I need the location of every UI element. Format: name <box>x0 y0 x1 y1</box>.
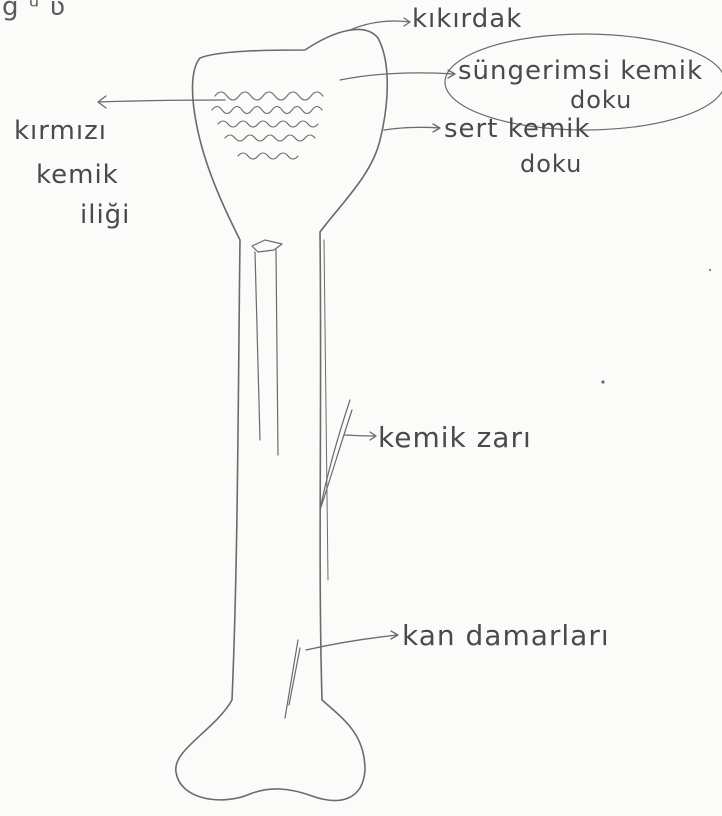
label-sungerimsi-1: süngerimsi kemik <box>458 58 703 84</box>
stray-dot <box>709 269 711 271</box>
blood-vessel <box>285 640 300 718</box>
stray-dot <box>601 380 604 383</box>
top-scribble-text: g ᵘ ʋ <box>2 0 66 20</box>
periosteum <box>320 400 352 510</box>
label-sungerimsi-2: doku <box>570 88 632 112</box>
pointer-kirmizi <box>98 96 225 108</box>
label-kirmizi-1: kırmızı <box>14 118 107 144</box>
pointer-kikirdak <box>350 18 410 30</box>
pointer-sert <box>384 124 440 132</box>
cavity-line-left <box>255 252 260 440</box>
shaft-line <box>324 240 328 580</box>
pointer-kan-damarlari <box>306 631 398 650</box>
pointer-sungerimsi <box>340 70 455 80</box>
label-sert-1: sert kemik <box>444 116 590 142</box>
label-kirmizi-3: iliği <box>80 202 130 228</box>
bone-outline <box>176 29 388 800</box>
label-sert-2: doku <box>520 152 582 176</box>
label-kemik-zari: kemik zarı <box>378 424 532 452</box>
cavity-line-right <box>276 250 278 455</box>
label-kikirdak: kıkırdak <box>412 6 522 32</box>
label-kirmizi-2: kemik <box>36 162 119 188</box>
spongy-bone-scribble <box>212 92 323 159</box>
pointer-kemik-zari <box>345 432 376 440</box>
label-kan-damarlari: kan damarları <box>402 622 610 650</box>
medullary-cavity <box>252 240 282 252</box>
